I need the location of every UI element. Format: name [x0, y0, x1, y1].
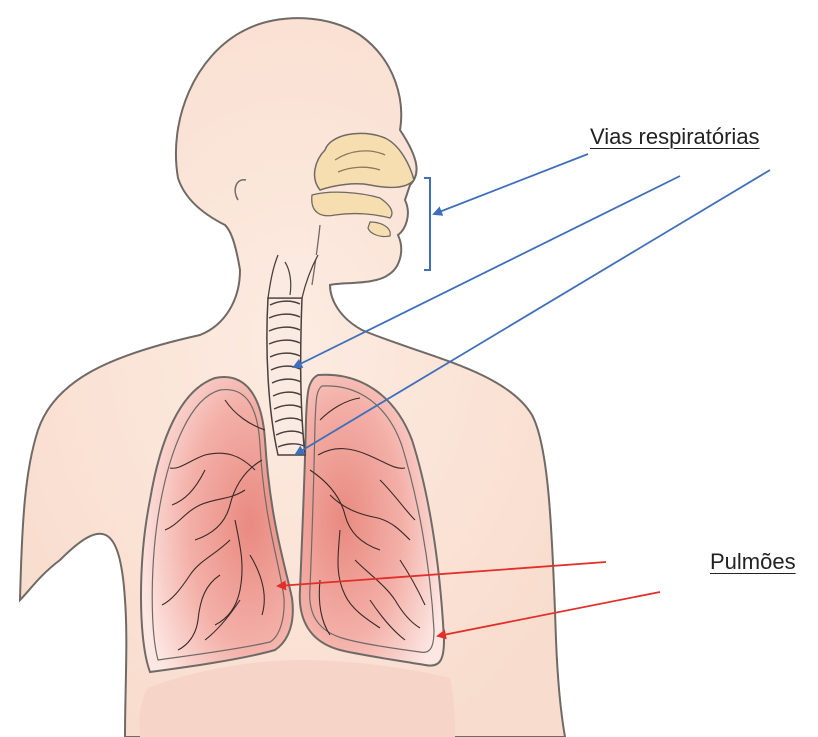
airways-arrow-to-nose — [434, 154, 588, 214]
airways-bracket — [424, 178, 430, 270]
lungs-label: Pulmões — [710, 549, 796, 575]
airways-label: Vias respiratórias — [590, 124, 760, 150]
